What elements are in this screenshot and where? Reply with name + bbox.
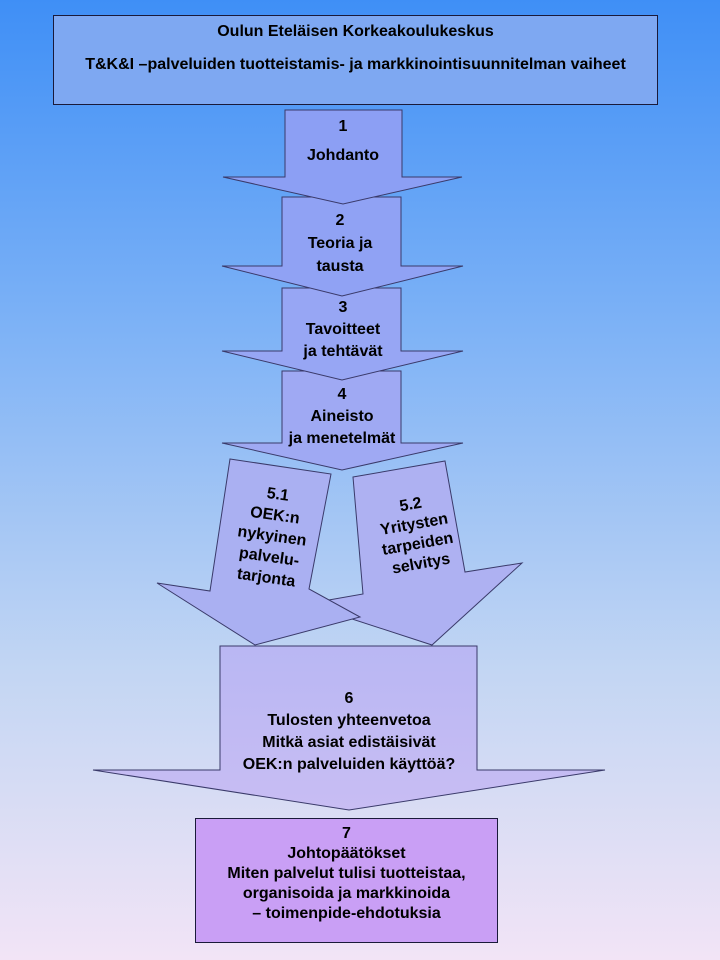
step-2-number: 2: [335, 212, 345, 229]
step-6-line-3: OEK:n palveluiden käyttöä?: [242, 756, 456, 773]
step-6-number: 6: [344, 690, 354, 707]
step-1-text: Johdanto: [307, 147, 379, 164]
arrow-step-3: [221, 287, 464, 381]
arrow-step-1: [222, 109, 463, 205]
step-3-line-2: ja tehtävät: [303, 343, 383, 360]
conclusion-box: 7 Johtopäätökset Miten palvelut tulisi t…: [195, 818, 498, 943]
step-3-line-1: Tavoitteet: [305, 321, 381, 338]
arrow-step-2: [221, 196, 464, 297]
step-3-number: 3: [338, 299, 348, 316]
step-6-line-2: Mitkä asiat edistäisivät: [262, 734, 436, 751]
step-6-label: 6 Tulosten yhteenvetoa Mitkä asiat edist…: [229, 688, 469, 776]
step-1-label: 1 Johdanto: [293, 116, 393, 167]
step-4-number: 4: [337, 386, 347, 403]
step-2-line-2: tausta: [316, 258, 364, 275]
conclusion-line-1: Johtopäätökset: [287, 845, 406, 862]
step-7-number: 7: [342, 825, 351, 842]
title-organization: Oulun Eteläisen Korkeakoulukeskus: [217, 23, 494, 40]
step-6-line-1: Tulosten yhteenvetoa: [267, 712, 431, 729]
conclusion-line-4: – toimenpide-ehdotuksia: [252, 905, 441, 922]
step-5-1-label: 5.1 OEK:n nykyinen palvelu- tarjonta: [210, 477, 334, 596]
conclusion-line-3: organisoida ja markkinoida: [242, 885, 451, 902]
step-2-label: 2 Teoria ja tausta: [285, 209, 395, 278]
title-box: Oulun Eteläisen Korkeakoulukeskus T&K&I …: [53, 15, 658, 105]
step-4-label: 4 Aineisto ja menetelmät: [262, 384, 422, 450]
arrow-step-5-2: [305, 460, 524, 646]
step-4-line-1: Aineisto: [310, 408, 374, 425]
conclusion-line-2: Miten palvelut tulisi tuotteistaa,: [227, 865, 466, 882]
step-4-line-2: ja menetelmät: [288, 430, 396, 447]
step-3-label: 3 Tavoitteet ja tehtävät: [283, 297, 403, 363]
arrow-step-4: [221, 370, 464, 471]
arrow-step-5-1: [156, 458, 362, 646]
title-plan-phases: T&K&I –palveluiden tuotteistamis- ja mar…: [85, 56, 626, 73]
arrow-step-6: [92, 645, 606, 811]
step-2-line-1: Teoria ja: [307, 235, 373, 252]
step-1-number: 1: [338, 118, 348, 135]
